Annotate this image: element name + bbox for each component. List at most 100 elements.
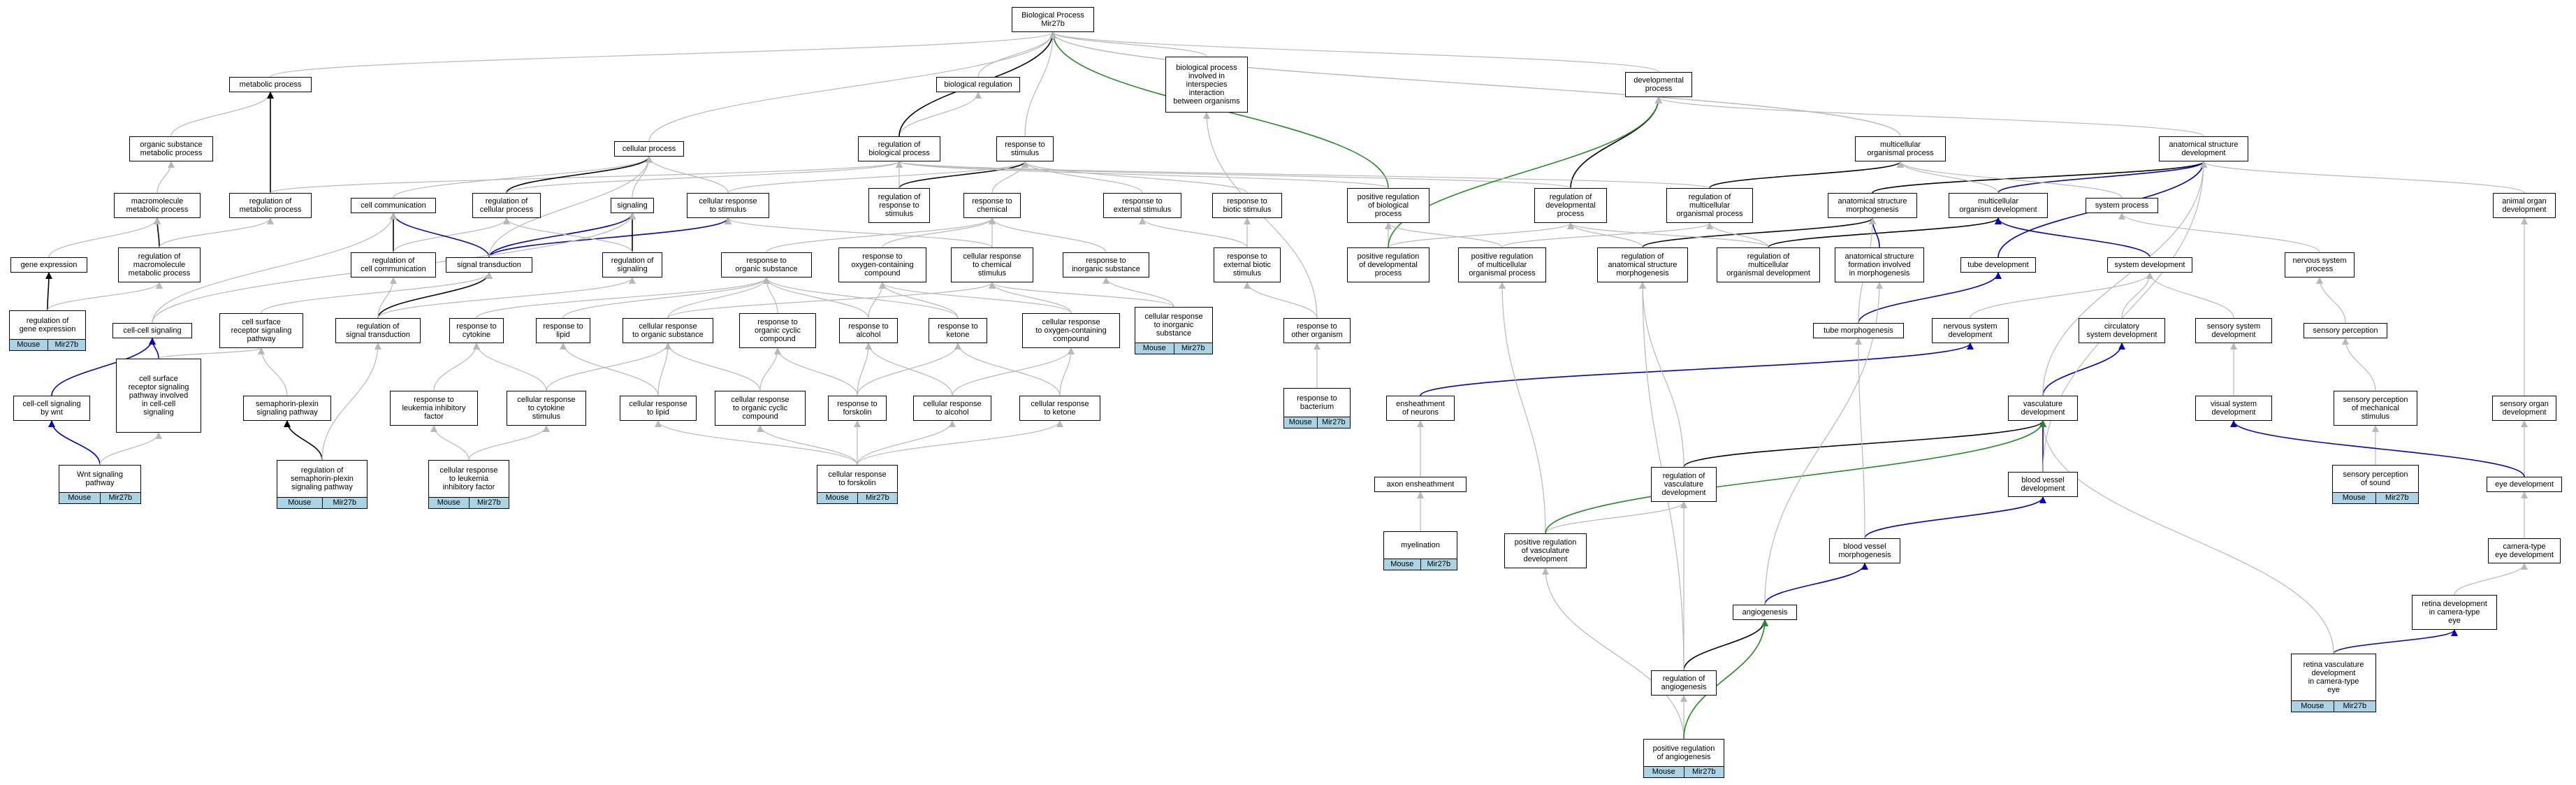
go-term-node[interactable]: retina vasculature development in camera…	[2291, 654, 2376, 712]
go-term-node[interactable]: response to lipid	[536, 318, 590, 343]
go-term-node[interactable]: cellular response to oxygen-containing c…	[1022, 313, 1120, 348]
go-term-node[interactable]: organic substance metabolic process	[129, 136, 213, 161]
go-term-node[interactable]: axon ensheathment	[1374, 477, 1467, 492]
organism-tag[interactable]: Mouse	[1384, 559, 1421, 570]
organism-tag[interactable]: Mouse	[1135, 343, 1174, 354]
go-term-node[interactable]: response to forskolin	[828, 396, 887, 421]
go-term-node[interactable]: positive regulation of developmental pro…	[1347, 247, 1429, 282]
go-term-node[interactable]: response to cytokine	[449, 318, 504, 343]
go-term-node[interactable]: cellular response to leukemia inhibitory…	[428, 460, 509, 509]
go-term-node[interactable]: cellular process	[614, 141, 684, 157]
organism-tag[interactable]: Mouse	[1284, 417, 1318, 428]
gene-tag[interactable]: Mir27b	[322, 498, 367, 508]
go-term-node[interactable]: response to oxygen-containing compound	[838, 247, 926, 282]
go-term-node[interactable]: ensheathment of neurons	[1386, 396, 1455, 421]
go-term-node[interactable]: regulation of signal transduction	[335, 318, 421, 343]
go-term-node[interactable]: cell surface receptor signaling pathway …	[116, 359, 201, 433]
organism-tag[interactable]: Mouse	[277, 498, 323, 508]
go-term-node[interactable]: regulation of signaling	[602, 252, 662, 278]
go-term-node[interactable]: Biological Process Mir27b	[1012, 7, 1094, 32]
go-term-node[interactable]: response to chemical	[963, 193, 1021, 218]
go-term-node[interactable]: blood vessel development	[2008, 472, 2078, 497]
go-term-node[interactable]: visual system development	[2195, 396, 2272, 421]
go-term-node[interactable]: response to biotic stimulus	[1212, 193, 1282, 218]
gene-tag[interactable]: Mir27b	[857, 493, 897, 503]
go-term-node[interactable]: anatomical structure formation involved …	[1835, 247, 1924, 282]
go-term-node[interactable]: biological process involved in interspec…	[1165, 57, 1248, 113]
go-term-node[interactable]: regulation of multicellular organismal p…	[1666, 188, 1753, 223]
go-term-node[interactable]: cellular response to organic substance	[623, 318, 713, 343]
gene-tag[interactable]: Mir27b	[1684, 767, 1724, 777]
go-term-node[interactable]: regulation of metabolic process	[229, 193, 312, 218]
go-term-node[interactable]: tube morphogenesis	[1813, 323, 1904, 338]
go-term-node[interactable]: regulation of anatomical structure morph…	[1597, 247, 1688, 282]
go-term-node[interactable]: regulation of response to stimulus	[868, 188, 930, 223]
go-term-node[interactable]: system development	[2107, 257, 2192, 273]
organism-tag[interactable]: Mouse	[2333, 493, 2376, 503]
go-term-node[interactable]: response to other organism	[1283, 318, 1351, 343]
go-term-node[interactable]: sensory perception	[2304, 323, 2387, 338]
go-term-node[interactable]: regulation of semaphorin-plexin signalin…	[277, 460, 368, 509]
go-term-node[interactable]: angiogenesis	[1733, 605, 1797, 620]
gene-tag[interactable]: Mir27b	[2334, 701, 2375, 712]
go-term-node[interactable]: animal organ development	[2493, 193, 2556, 218]
go-term-node[interactable]: macromolecule metabolic process	[114, 193, 201, 218]
go-term-node[interactable]: signaling	[611, 198, 654, 213]
go-term-node[interactable]: response to organic substance	[721, 252, 812, 278]
go-term-node[interactable]: regulation of angiogenesis	[1651, 670, 1717, 696]
go-term-node[interactable]: retina development in camera-type eye	[2412, 595, 2497, 630]
organism-tag[interactable]: Mouse	[429, 498, 470, 508]
go-term-node[interactable]: multicellular organism development	[1949, 193, 2048, 218]
go-term-node[interactable]: signal transduction	[446, 257, 532, 273]
go-term-node[interactable]: circulatory system development	[2079, 318, 2165, 343]
go-term-node[interactable]: cellular response to ketone	[1019, 396, 1100, 421]
go-term-node[interactable]: developmental process	[1625, 72, 1692, 97]
go-term-node[interactable]: regulation of cell communication	[351, 252, 436, 278]
go-term-node[interactable]: vasculature development	[2008, 396, 2078, 421]
go-term-node[interactable]: cellular response to alcohol	[913, 396, 991, 421]
go-term-node[interactable]: gene expression	[10, 257, 87, 273]
go-term-node[interactable]: positive regulation of biological proces…	[1347, 188, 1429, 223]
go-term-node[interactable]: cellular response to chemical stimulus	[951, 247, 1033, 282]
go-term-node[interactable]: metabolic process	[229, 77, 312, 92]
go-term-node[interactable]: anatomical structure development	[2159, 136, 2248, 161]
go-term-node[interactable]: nervous system development	[1932, 318, 2009, 343]
gene-tag[interactable]: Mir27b	[2375, 493, 2418, 503]
go-term-node[interactable]: nervous system process	[2285, 252, 2355, 278]
go-term-node[interactable]: tube development	[1960, 257, 2036, 273]
go-term-node[interactable]: response to organic cyclic compound	[739, 313, 816, 348]
go-term-node[interactable]: eye development	[2487, 477, 2562, 492]
go-term-node[interactable]: cellular response to organic cyclic comp…	[715, 391, 806, 426]
organism-tag[interactable]: Mouse	[59, 493, 101, 503]
go-term-node[interactable]: cellular response to stimulus	[687, 193, 769, 218]
go-term-node[interactable]: cell surface receptor signaling pathway	[219, 313, 303, 348]
go-term-node[interactable]: response to inorganic substance	[1063, 252, 1149, 278]
go-term-node[interactable]: sensory system development	[2195, 318, 2272, 343]
gene-tag[interactable]: Mir27b	[100, 493, 140, 503]
organism-tag[interactable]: Mouse	[2292, 701, 2334, 712]
go-term-node[interactable]: response to ketone	[929, 318, 987, 343]
gene-tag[interactable]: Mir27b	[469, 498, 509, 508]
go-term-node[interactable]: biological regulation	[936, 77, 1020, 92]
go-term-node[interactable]: system process	[2086, 198, 2158, 213]
go-term-node[interactable]: regulation of vasculature development	[1651, 467, 1717, 502]
gene-tag[interactable]: Mir27b	[1317, 417, 1350, 428]
go-term-node[interactable]: blood vessel morphogenesis	[1829, 538, 1900, 563]
go-term-node[interactable]: response to alcohol	[839, 318, 898, 343]
go-term-node[interactable]: sensory perception of mechanical stimulu…	[2334, 391, 2417, 426]
go-term-node[interactable]: cellular response to inorganic substance…	[1135, 307, 1213, 354]
go-term-node[interactable]: positive regulation of vasculature devel…	[1504, 533, 1587, 568]
go-term-node[interactable]: response to external biotic stimulus	[1214, 247, 1281, 282]
go-term-node[interactable]: regulation of macromolecule metabolic pr…	[118, 247, 201, 282]
go-term-node[interactable]: cellular response to lipid	[620, 396, 697, 421]
gene-tag[interactable]: Mir27b	[48, 340, 85, 350]
go-term-node[interactable]: cell-cell signaling	[112, 323, 192, 338]
go-term-node[interactable]: cellular response to cytokine stimulus	[507, 391, 586, 426]
